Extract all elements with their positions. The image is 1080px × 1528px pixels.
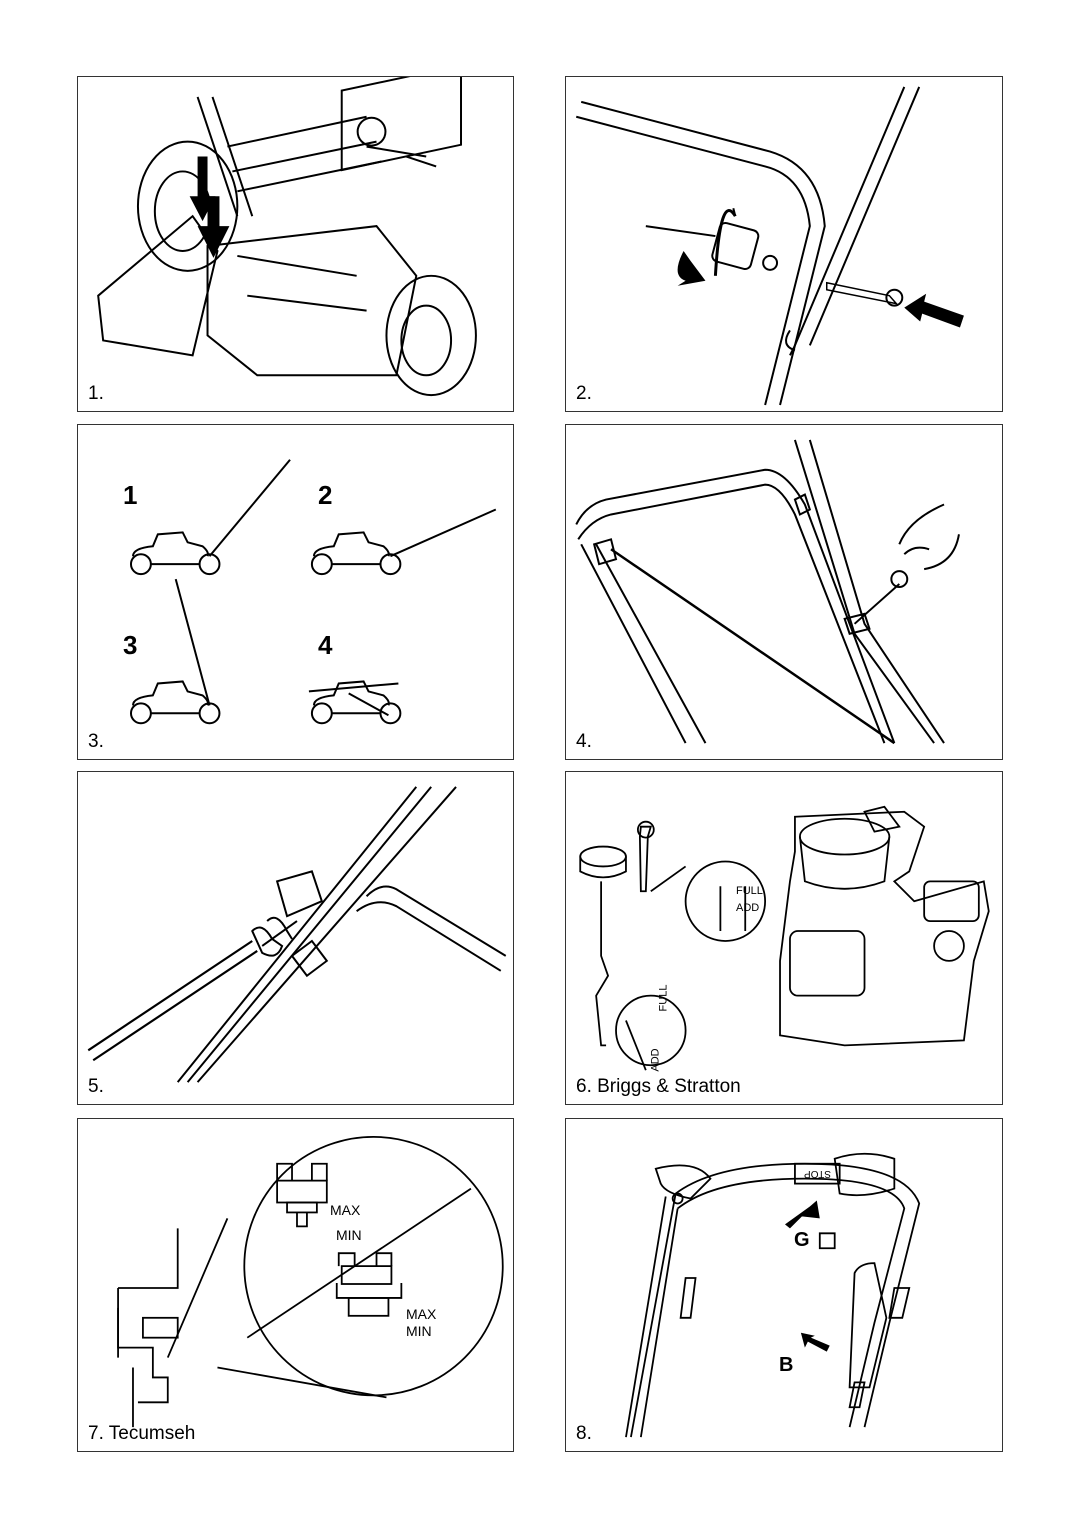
position-number-2: 2: [318, 480, 333, 510]
briggs-stratton-engine-illustration: [579, 805, 990, 1071]
figure-caption: 7. Tecumseh: [88, 1423, 196, 1444]
dipstick-full-label: FULL: [736, 885, 763, 897]
cable-connection-illustration: [87, 786, 507, 1083]
figure-3-panel: 1 2 3 4 3.: [77, 424, 514, 760]
down-arrow-icon: [189, 156, 230, 258]
handle-bolt-illustration: [575, 86, 921, 406]
arrows-icon: [677, 250, 964, 328]
position-number-3: 3: [123, 630, 138, 660]
figure-1-panel: 1.: [77, 76, 514, 412]
figure-7-panel: MAX MIN MAX MIN 7. Tecumseh: [77, 1118, 514, 1452]
mower-position-1: [129, 459, 291, 576]
arrows-icon: [784, 1200, 830, 1352]
min-label-2: MIN: [406, 1323, 432, 1339]
detail-full-label: FULL: [657, 984, 670, 1012]
figure-4-panel: 4.: [565, 424, 1003, 760]
figure-caption: 6. Briggs & Stratton: [576, 1076, 741, 1097]
figure-caption: 5.: [88, 1076, 104, 1097]
detail-add-label: ADD: [649, 1048, 662, 1072]
figure-6-panel: FULL ADD FULL ADD 6. Briggs & Stratton: [565, 771, 1003, 1105]
figure-caption: 1.: [88, 383, 104, 404]
figure-caption: 2.: [576, 383, 592, 404]
control-b-label: B: [779, 1354, 794, 1376]
stop-label: STOP: [804, 1168, 832, 1179]
figure-caption: 8.: [576, 1423, 592, 1444]
max-label-2: MAX: [406, 1306, 437, 1322]
figure-5-panel: 5.: [77, 771, 514, 1105]
figure-caption: 3.: [88, 731, 104, 752]
figure-8-panel: G B STOP 8.: [565, 1118, 1003, 1452]
min-label-1: MIN: [336, 1227, 362, 1243]
cable-clip-illustration: [575, 439, 960, 745]
figure-caption: 4.: [576, 731, 592, 752]
position-number-1: 1: [123, 480, 138, 510]
mower-position-4: [308, 680, 402, 725]
dipstick-add-label: ADD: [736, 902, 760, 914]
handle-positions-illustration: [129, 459, 497, 725]
tecumseh-oil-level-illustration: [117, 1135, 504, 1428]
mower-position-2: [310, 508, 497, 576]
mower-position-3: [129, 578, 221, 725]
control-g-label: G: [794, 1229, 810, 1251]
mower-bag-illustration: [97, 77, 477, 397]
max-label-1: MAX: [330, 1202, 361, 1218]
handle-controls-illustration: [625, 1152, 921, 1438]
position-number-4: 4: [318, 630, 333, 660]
figure-2-panel: 2.: [565, 76, 1003, 412]
